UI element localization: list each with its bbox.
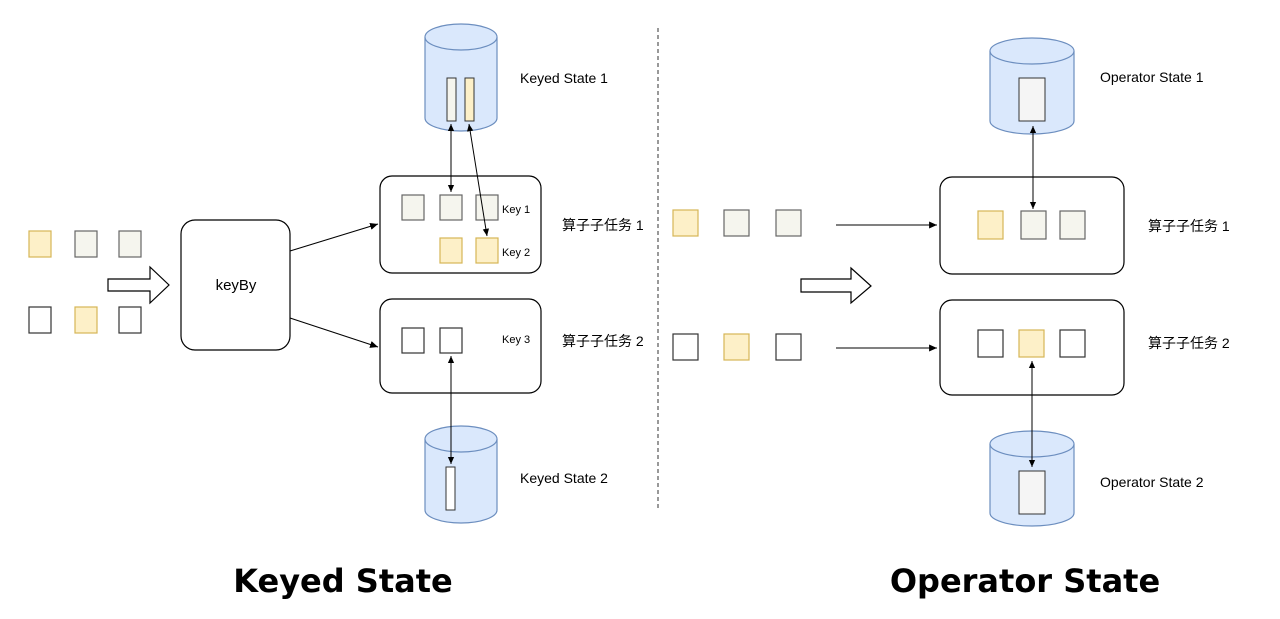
- record-yellow: [672, 209, 699, 237]
- operator-task2-label: 算子子任务 2: [1148, 335, 1230, 351]
- record-gray: [1059, 210, 1086, 240]
- record-gray: [74, 230, 98, 258]
- state-slot-yellow: [464, 77, 475, 122]
- keyed-state-1-cylinder: [424, 23, 498, 132]
- record-white: [977, 329, 1004, 358]
- record-gray: [439, 194, 463, 221]
- key2-label: Key 2: [502, 247, 530, 259]
- record-yellow: [74, 306, 98, 334]
- flow-arrow: [107, 265, 170, 305]
- record-gray: [475, 194, 499, 221]
- operator-state-1-label: Operator State 1: [1100, 69, 1204, 85]
- state-slot: [1018, 470, 1046, 515]
- record-yellow: [1018, 329, 1045, 358]
- operator-state-2-label: Operator State 2: [1100, 474, 1204, 490]
- record-white: [439, 327, 463, 354]
- record-yellow: [439, 237, 463, 264]
- operator-state-2-cylinder: [989, 430, 1075, 527]
- keyed-state-1-label: Keyed State 1: [520, 70, 608, 86]
- record-yellow: [723, 333, 750, 361]
- keyed-state-title: Keyed State: [233, 562, 452, 600]
- record-white: [118, 306, 142, 334]
- edge-keyby-task1: [289, 222, 379, 252]
- record-white: [28, 306, 52, 334]
- record-white: [1059, 329, 1086, 358]
- key1-label: Key 1: [502, 204, 530, 216]
- keyby-label: keyBy: [216, 277, 257, 294]
- record-gray: [1020, 210, 1047, 240]
- operator-task1-label: 算子子任务 1: [1148, 218, 1230, 234]
- keyed-task2-label: 算子子任务 2: [562, 333, 644, 349]
- state-slot-white: [445, 466, 456, 511]
- record-white: [775, 333, 802, 361]
- keyed-state-2-cylinder: [424, 425, 498, 524]
- state-slot: [1018, 77, 1046, 122]
- state-slot-gray: [446, 77, 457, 122]
- record-white: [672, 333, 699, 361]
- record-gray: [775, 209, 802, 237]
- operator-state-title: Operator State: [890, 562, 1160, 600]
- operator-input-records: [672, 209, 802, 361]
- record-white: [401, 327, 425, 354]
- key3-label: Key 3: [502, 334, 530, 346]
- input-records: [28, 230, 142, 334]
- keyby-box: [180, 219, 291, 351]
- record-gray: [118, 230, 142, 258]
- keyed-state-2-label: Keyed State 2: [520, 470, 608, 486]
- record-yellow: [28, 230, 52, 258]
- operator-flow-arrow: [800, 266, 872, 305]
- operator-state-1-cylinder: [989, 37, 1075, 135]
- edge-keyby-task2: [289, 317, 379, 348]
- record-gray: [401, 194, 425, 221]
- link-key2-state1: [466, 123, 490, 237]
- record-gray: [723, 209, 750, 237]
- keyed-task1-label: 算子子任务 1: [562, 217, 644, 233]
- record-yellow: [977, 210, 1004, 240]
- record-yellow: [475, 237, 499, 264]
